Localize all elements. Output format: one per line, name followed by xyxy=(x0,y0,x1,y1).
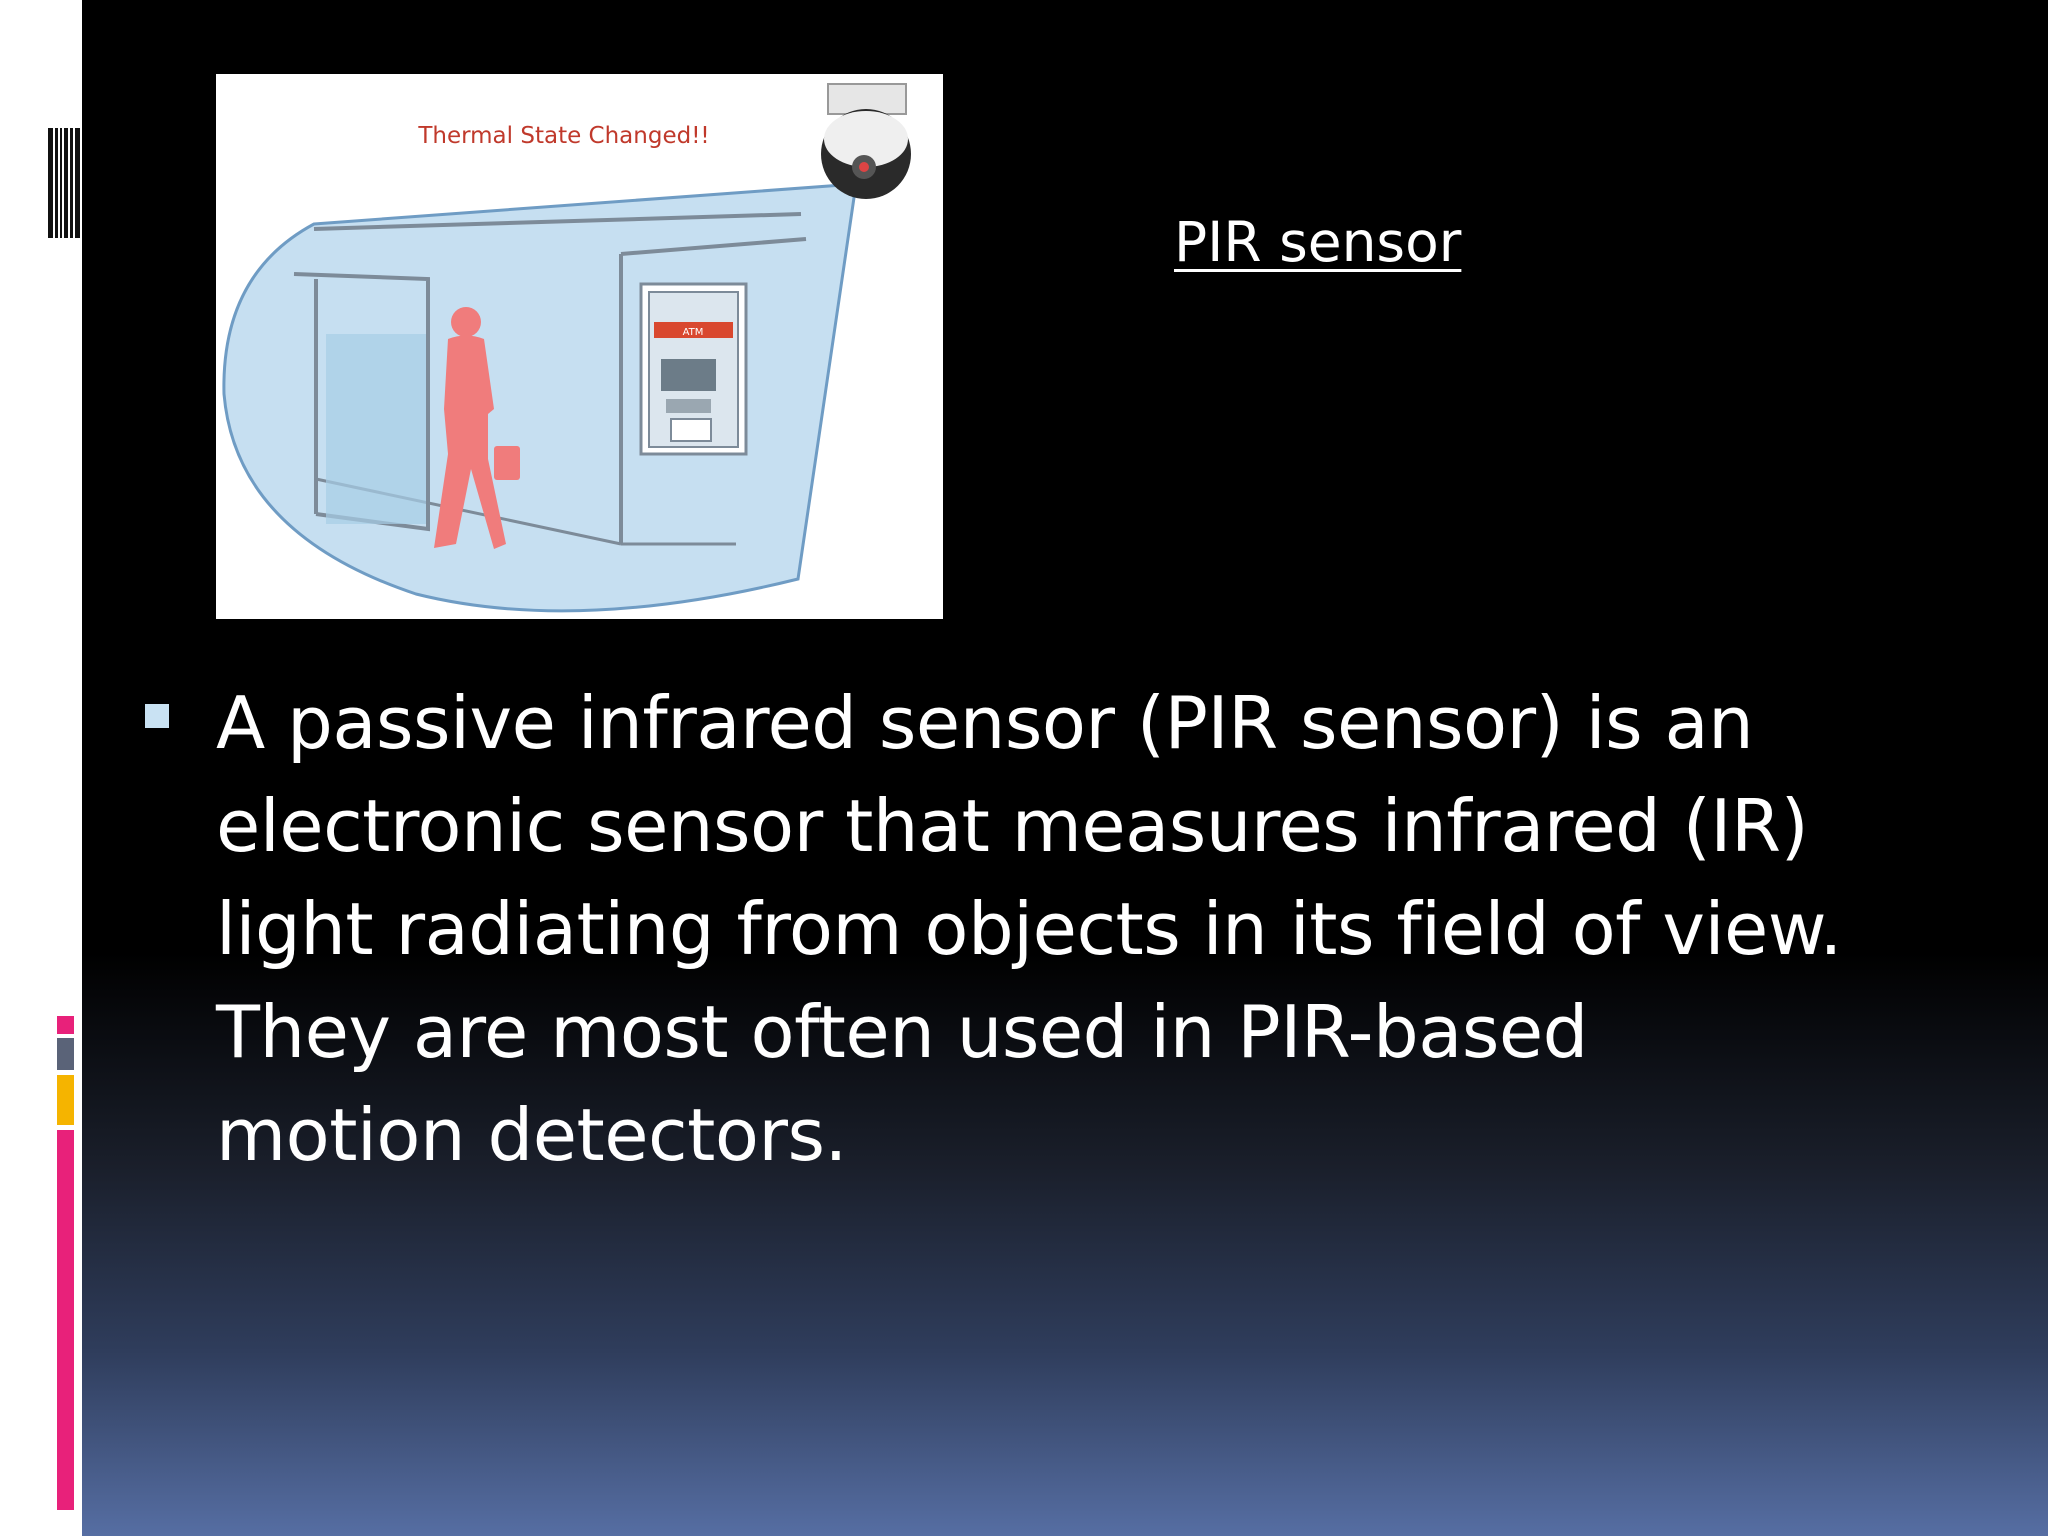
decorative-bars-icon xyxy=(48,128,80,238)
bullet-line: motion detectors. xyxy=(216,1093,847,1177)
bullet-text: A passive infrared sensor (PIR sensor) i… xyxy=(216,672,1876,1187)
detection-zone xyxy=(222,182,858,613)
pir-scene-svg: ATM Thermal State Changed!! xyxy=(222,83,911,613)
bullet-line: A passive infrared sensor (PIR sensor) i… xyxy=(216,681,1754,765)
accent-stripe-yellow xyxy=(57,1075,74,1125)
pir-sensor-illustration: ATM Thermal State Changed!! xyxy=(216,74,943,619)
bullet-line: electronic sensor that measures infrared… xyxy=(216,784,1809,868)
person-silhouette xyxy=(434,307,520,549)
left-margin xyxy=(0,0,82,1536)
banner-text: Thermal State Changed!! xyxy=(417,123,709,149)
accent-stripe-pink-top xyxy=(57,1016,74,1034)
bullet-square-icon xyxy=(145,704,169,728)
bullet-line: light radiating from objects in its fiel… xyxy=(216,887,1842,971)
svg-text:ATM: ATM xyxy=(683,327,704,338)
atm-machine: ATM xyxy=(639,282,748,456)
image-caption: PIR sensor xyxy=(1174,210,1462,274)
camera-icon xyxy=(821,83,911,199)
bullet-line: They are most often used in PIR-based xyxy=(216,990,1588,1074)
accent-stripe-gray xyxy=(57,1038,74,1070)
accent-stripe-pink xyxy=(57,1130,74,1510)
